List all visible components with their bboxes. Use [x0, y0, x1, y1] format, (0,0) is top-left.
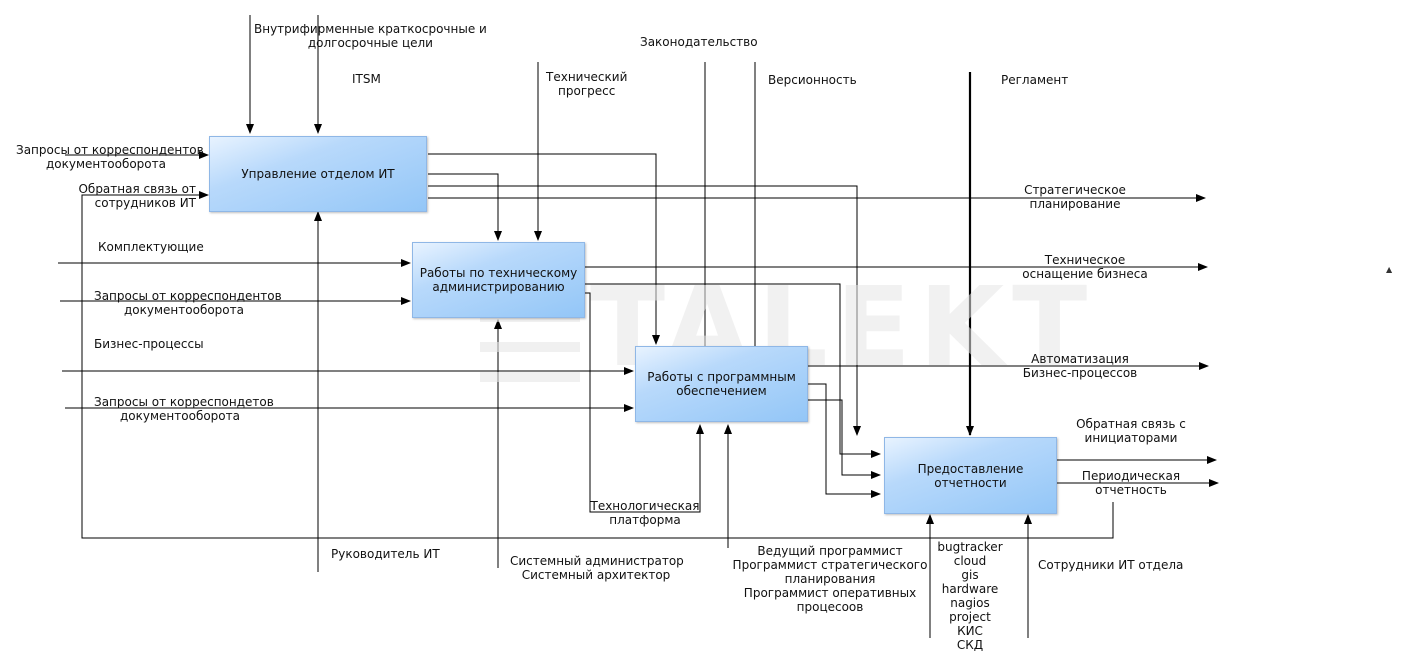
label-out4: Обратная связь с инициаторами: [1076, 417, 1186, 445]
box-software-work[interactable]: Работы с программным обеспечением: [635, 346, 808, 422]
label-internal-goals: Внутрифирменные краткосрочные и долгосро…: [254, 22, 487, 50]
label-m6: Сотрудники ИТ отдела: [1038, 558, 1184, 572]
arrow-b1-to-b2: [428, 173, 502, 241]
box-tech-administration-line2: администрированию: [432, 280, 565, 294]
arrow-b2-to-b3-platform: [585, 292, 704, 513]
label-m5: bugtracker cloud gis hardware nagios pro…: [937, 540, 1003, 652]
label-m3: Технологическая платформа: [590, 499, 700, 527]
arrow-b1-to-b4: [428, 185, 861, 436]
caret-up-icon: ▲: [1386, 265, 1393, 274]
box-software-work-line1: Работы с программным: [647, 370, 796, 384]
label-out2: Техническое оснащение бизнеса: [1022, 253, 1148, 281]
label-in6: Запросы от корреспондетов документооборо…: [94, 395, 274, 423]
label-versioning: Версионность: [768, 73, 857, 87]
label-in5: Бизнес-процессы: [94, 337, 204, 351]
box-tech-administration-line1: Работы по техническому: [419, 266, 578, 280]
box-tech-administration[interactable]: Работы по техническому администрированию: [412, 242, 585, 318]
arrow-in2-feedback-loop: [81, 191, 1114, 539]
label-out1: Стратегическое планирование: [1024, 183, 1126, 211]
box-reporting-line2: отчетности: [934, 475, 1007, 490]
box-reporting[interactable]: Предоставление отчетности: [884, 437, 1057, 514]
label-out3: Автоматизация Бизнес-процессов: [1022, 352, 1138, 380]
label-m1: Руководитель ИТ: [331, 547, 440, 561]
box-reporting-line1: Предоставление: [917, 461, 1024, 476]
arrow-b3-to-b4-a: [808, 383, 881, 498]
label-m4: Ведущий программист Программист стратеги…: [732, 544, 928, 614]
label-in1: Запросы от корреспондентов документообор…: [16, 143, 204, 171]
box-software-work-line2: обеспечением: [676, 384, 767, 398]
label-in3: Комплектующие: [98, 240, 204, 254]
arrow-b1-to-b3: [428, 153, 660, 345]
arrow-b3-to-b4-b: [808, 399, 881, 479]
arrow-b2-to-b4: [585, 283, 881, 458]
label-tech-progress: Технический прогресс: [546, 70, 628, 98]
box-it-management-label: Управление отделом ИТ: [241, 167, 395, 181]
label-out5: Периодическая отчетность: [1081, 469, 1181, 497]
label-reglament: Регламент: [1001, 73, 1069, 87]
label-in2: Обратная связь от сотрудников ИТ: [78, 182, 196, 210]
box-it-management[interactable]: Управление отделом ИТ: [209, 136, 427, 212]
label-itsm: ITSM: [352, 72, 381, 86]
label-legislation: Законодательство: [640, 35, 758, 49]
label-m2: Системный администратор Системный архите…: [510, 554, 684, 582]
label-in4: Запросы от корреспондентов документообор…: [94, 289, 282, 317]
